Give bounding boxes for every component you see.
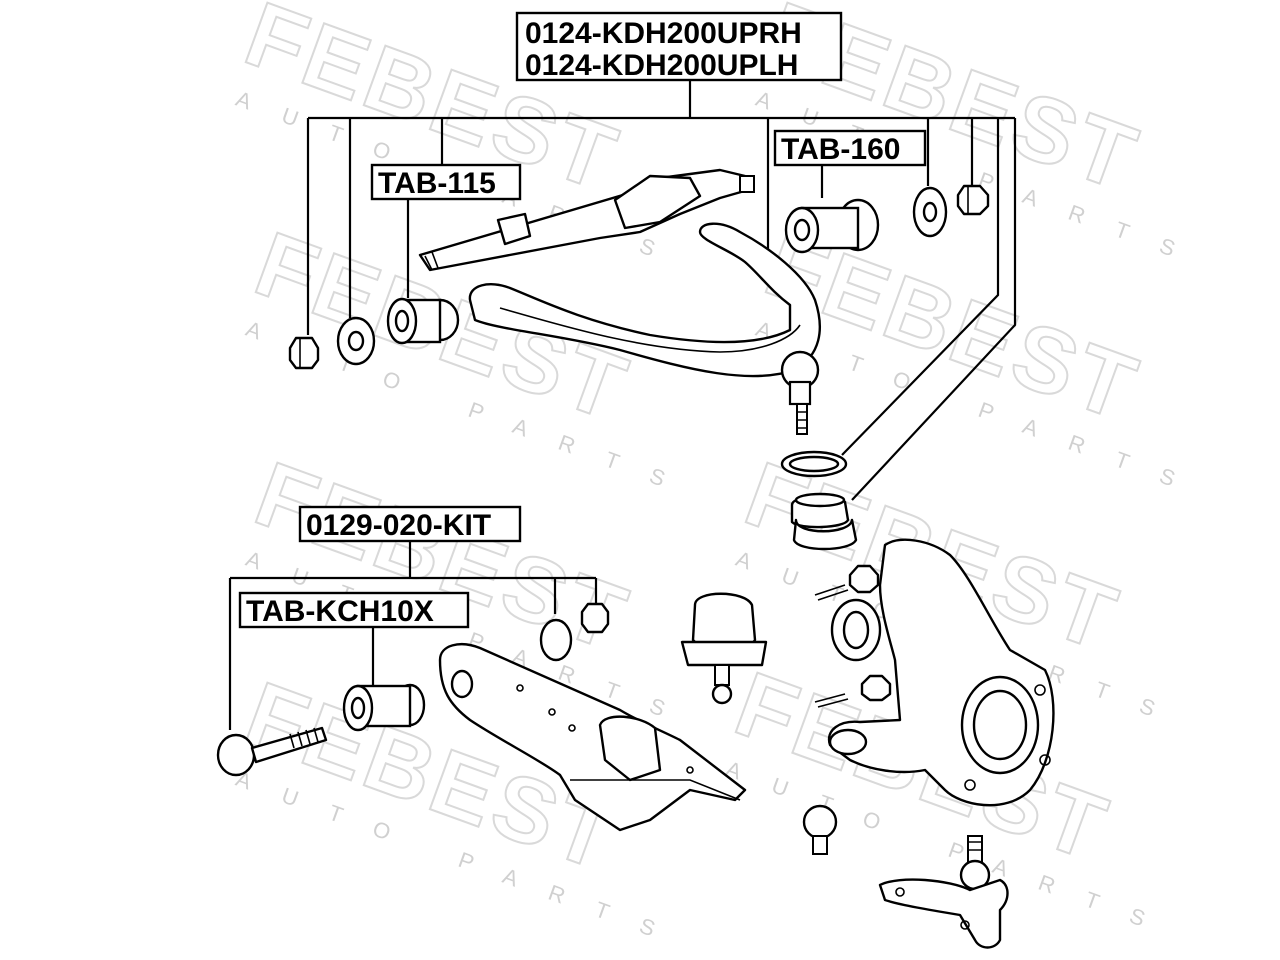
label-kit: 0129-020-KIT: [298, 505, 522, 543]
cotter-pin-upper: [814, 584, 849, 601]
lower-control-arm: [438, 643, 747, 832]
label-tabkch: TAB-KCH10X: [238, 591, 470, 629]
label-upper-arm-lh: 0124-KDH200UPLH: [525, 49, 798, 82]
label-kit-text: 0129-020-KIT: [306, 509, 491, 542]
snap-ring: [780, 450, 848, 478]
label-upper-arm: 0124-KDH200UPRH 0124-KDH200UPLH: [515, 11, 843, 82]
dust-boot: [790, 492, 858, 551]
flange-nut-upper-right: [956, 184, 990, 216]
label-tabkch-text: TAB-KCH10X: [246, 595, 434, 628]
label-tab115: TAB-115: [370, 163, 522, 201]
cam-washer-upper-left: [336, 316, 376, 366]
label-upper-arm-rh: 0124-KDH200UPRH: [525, 17, 802, 50]
leader-lines-lower: [228, 541, 598, 730]
label-tab160-text: TAB-160: [781, 133, 900, 166]
ball-joint-upper-center: [680, 592, 768, 705]
cam-washer-lower: [539, 618, 573, 662]
ball-joint-lower: [878, 835, 1009, 949]
label-tab160: TAB-160: [773, 129, 927, 167]
cotter-pin-lower: [814, 693, 849, 708]
watermark-group: FEBEST AUTO PARTS FEBEST AUTO PARTS FEBE…: [232, 0, 1210, 953]
upper-control-arm: [468, 222, 822, 435]
castle-nut-upper: [848, 564, 880, 594]
cam-washer-upper-right: [912, 186, 948, 238]
flange-nut-lower: [580, 602, 610, 634]
flange-nut-upper-left: [288, 336, 320, 370]
steering-knuckle: [827, 538, 1055, 807]
bushing-tab115: [386, 297, 460, 345]
leader-lines-upper: [306, 80, 1017, 501]
upper-arm-shaft: [418, 168, 755, 272]
label-tab115-text: TAB-115: [378, 167, 496, 200]
ball-stud: [802, 804, 838, 855]
bushing-tab160: [784, 198, 880, 254]
seal-ring: [830, 598, 882, 662]
bushing-tabkch10x: [342, 683, 426, 732]
cam-bolt: [216, 726, 328, 777]
castle-nut-lower: [860, 674, 892, 702]
